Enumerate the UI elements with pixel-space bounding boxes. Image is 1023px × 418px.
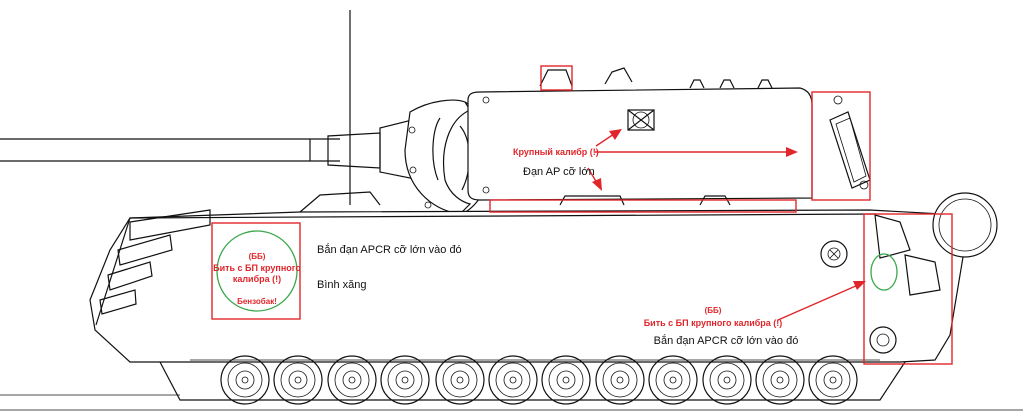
road-wheel xyxy=(488,355,538,405)
rear-idler xyxy=(932,192,998,258)
rear-apcr-vn-label: Bắn đạn APCR cỡ lớn vào đó xyxy=(654,334,799,347)
front-apcr-label-line2: калибра (!) xyxy=(233,274,281,284)
arrow-turret-down xyxy=(587,167,602,191)
hull xyxy=(89,191,966,363)
turret-top-hatch-box xyxy=(540,65,573,91)
road-wheel xyxy=(380,355,430,405)
hull-rear-box xyxy=(863,213,953,365)
gun-mantlet xyxy=(404,99,493,215)
turret-ring-box xyxy=(489,199,797,213)
arrow-rear-hull xyxy=(777,281,866,321)
hull-front-box xyxy=(211,222,301,320)
front-bb-label: (ББ) xyxy=(249,252,266,261)
track-bottom xyxy=(159,361,906,401)
road-wheels xyxy=(220,355,858,405)
rear-bb-label: (ББ) xyxy=(705,306,722,315)
turret-rear-box xyxy=(811,91,871,201)
road-wheel xyxy=(755,355,805,405)
turret-ap-label: Đạn AP cỡ lớn xyxy=(523,166,595,178)
road-wheel xyxy=(273,355,323,405)
road-wheel xyxy=(327,355,377,405)
front-apcr-label-line1: Бить с БП крупного xyxy=(213,263,301,273)
front-fuel-label: Бензобак! xyxy=(237,297,277,306)
road-wheel xyxy=(702,355,752,405)
turret xyxy=(467,67,813,206)
gun-barrel xyxy=(0,117,421,181)
road-wheel xyxy=(435,355,485,405)
road-wheel xyxy=(808,355,858,405)
rear-hull-details xyxy=(820,214,941,354)
arrow-turret-right xyxy=(595,147,798,157)
rear-apcr-ru-label: Бить с БП крупного калибра (!) xyxy=(644,318,783,328)
arrow-turret-up xyxy=(595,129,622,147)
road-wheel xyxy=(648,355,698,405)
hull-front-fuel-label: Bình xăng xyxy=(317,279,367,291)
turret-rear-hatch xyxy=(829,95,871,190)
rear-weakspot-ellipse xyxy=(870,253,898,291)
rear-idler-inner xyxy=(938,198,992,252)
front-track-guards xyxy=(99,209,211,315)
road-wheel xyxy=(595,355,645,405)
front-fuel-tank-circle xyxy=(216,230,298,312)
hull-front-apcr-label: Bắn đạn APCR cỡ lớn vào đó xyxy=(317,243,462,256)
road-wheel xyxy=(541,355,591,405)
road-wheel xyxy=(220,355,270,405)
turret-large-caliber-label: Крупный калибр (!) xyxy=(513,147,599,157)
